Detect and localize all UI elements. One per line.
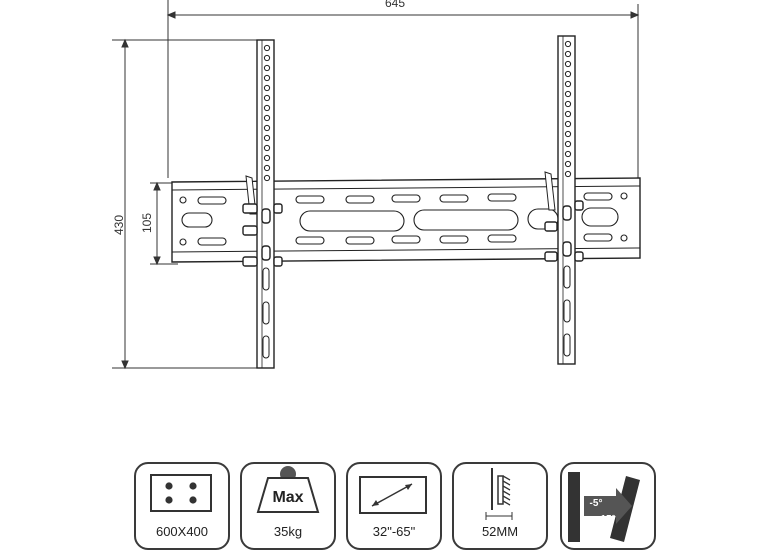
arm-hole	[564, 60, 572, 68]
height-label: 430	[112, 214, 126, 236]
spec-load: Max 35kg	[240, 462, 336, 550]
arm-hole	[263, 54, 271, 62]
arm-hole	[564, 50, 572, 58]
arm-hole	[564, 140, 572, 148]
wall-distance-icon	[485, 468, 513, 520]
arm-hole	[263, 94, 271, 102]
spec-screen: 32"-65"	[346, 462, 442, 550]
arm-hole	[263, 64, 271, 72]
tilt-icon-text-up: -5°	[590, 498, 603, 509]
arm-hole	[263, 74, 271, 82]
arm-hole	[564, 100, 572, 108]
screen-size-icon	[359, 476, 427, 514]
arm-hole	[564, 80, 572, 88]
spec-caption-vesa: 600X400	[155, 524, 209, 539]
arm-hole	[263, 104, 271, 112]
arm-hole	[263, 164, 271, 172]
height-dimension	[112, 38, 262, 370]
spec-caption-profile: 52MM	[481, 524, 519, 539]
spec-profile: 52MM	[452, 462, 548, 550]
arm-hole	[263, 44, 271, 52]
tilt-icon-text-down: 15°	[600, 514, 615, 525]
arm-hole	[564, 110, 572, 118]
mount-drawing	[112, 0, 641, 370]
arm-hole	[263, 134, 271, 142]
arm-hole	[564, 160, 572, 168]
spec-caption-screen: 32"-65"	[372, 524, 416, 539]
arm-hole	[564, 70, 572, 78]
arm-hole	[564, 130, 572, 138]
arm-hole	[263, 154, 271, 162]
left-arm	[242, 39, 283, 369]
spec-frame	[452, 462, 548, 550]
arm-hole	[564, 90, 572, 98]
right-arm	[544, 35, 584, 365]
arm-hole	[263, 114, 271, 122]
weight-icon-text: Max	[272, 489, 303, 506]
arm-hole	[263, 174, 271, 182]
arm-hole	[564, 40, 572, 48]
arm-hole	[263, 84, 271, 92]
tilt-icon: -5° 15°	[568, 472, 640, 542]
width-dimension	[166, 0, 640, 182]
width-label: 645	[384, 0, 406, 10]
spec-caption-load: 35kg	[273, 524, 303, 539]
spec-tilt: -5° 15°	[560, 462, 656, 550]
weight-icon: Max	[256, 466, 320, 513]
arm-hole	[263, 144, 271, 152]
arm-hole	[263, 124, 271, 132]
spec-vesa: 600X400	[134, 462, 230, 550]
arm-hole	[564, 170, 572, 178]
vesa-pattern-icon	[150, 474, 212, 512]
arm-hole	[564, 120, 572, 128]
rail-height-label: 105	[140, 212, 154, 234]
arm-hole	[564, 150, 572, 158]
